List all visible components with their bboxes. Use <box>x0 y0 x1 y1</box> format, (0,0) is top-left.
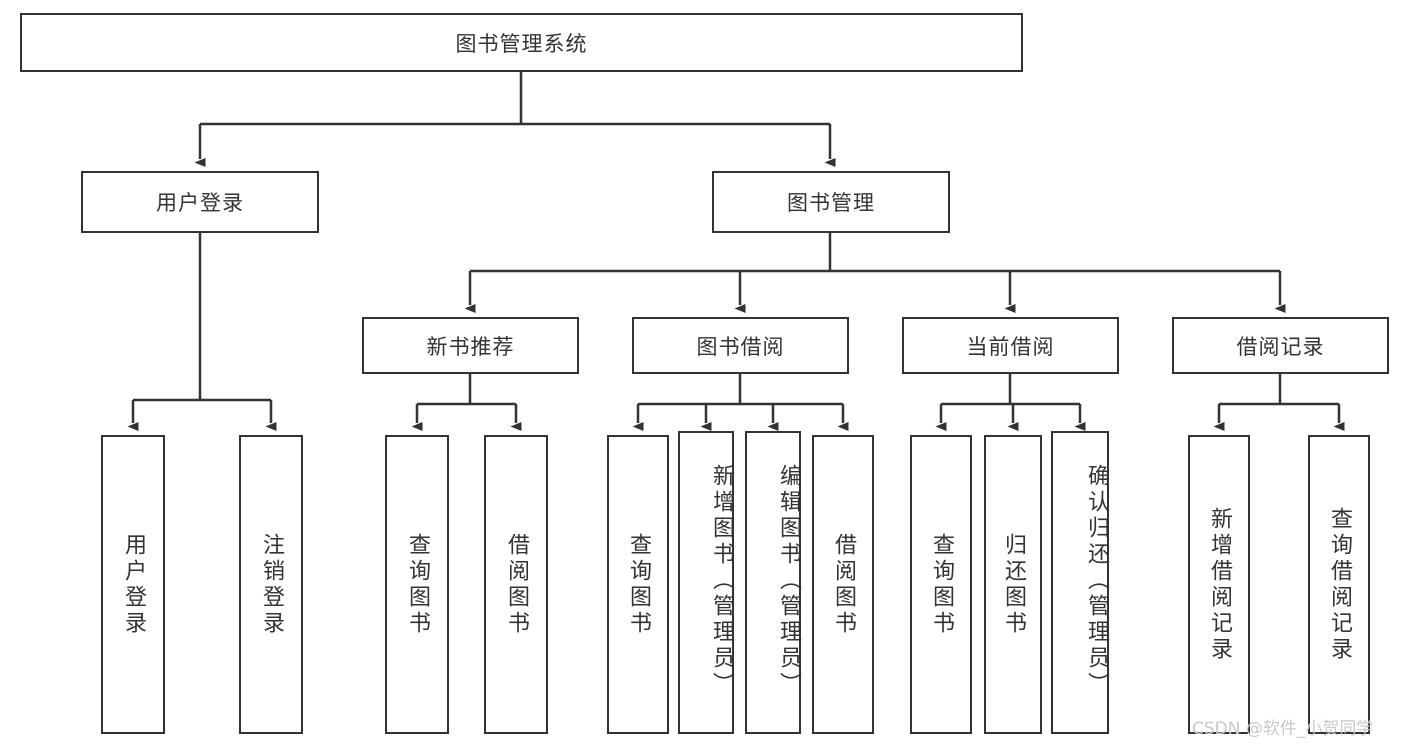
node-label: 新增图书（管理员） <box>709 463 734 698</box>
leaf-borrow-book-newbook[interactable]: 借阅图书 <box>484 435 548 734</box>
node-label: 查询图书 <box>405 532 430 637</box>
leaf-logout[interactable]: 注销登录 <box>239 435 303 734</box>
node-label: 查询图书 <box>929 532 954 637</box>
leaf-borrow-book-borrow[interactable]: 借阅图书 <box>812 435 874 734</box>
node-label: 新增借阅记录 <box>1207 506 1232 663</box>
node-label: 借阅图书 <box>831 532 856 637</box>
leaf-user-login[interactable]: 用户登录 <box>101 435 165 734</box>
node-user-login[interactable]: 用户登录 <box>81 171 319 233</box>
leaf-query-book-newbook[interactable]: 查询图书 <box>385 435 449 734</box>
node-label: 图书管理系统 <box>455 31 588 56</box>
node-label: 当前借阅 <box>966 334 1055 359</box>
node-book-borrow[interactable]: 图书借阅 <box>632 317 849 374</box>
leaf-query-borrow-record[interactable]: 查询借阅记录 <box>1308 435 1370 734</box>
node-label: 借阅图书 <box>504 532 529 637</box>
node-label: 编辑图书（管理员） <box>776 463 801 698</box>
node-label: 用户登录 <box>121 532 146 637</box>
node-label: 图书借阅 <box>696 334 785 359</box>
node-label: 图书管理 <box>787 191 875 215</box>
node-label: 注销登录 <box>259 532 284 637</box>
node-label: 新书推荐 <box>426 334 515 359</box>
node-label: 确认归还（管理员） <box>1084 463 1109 698</box>
leaf-query-book-current[interactable]: 查询图书 <box>910 435 972 734</box>
node-current-borrow[interactable]: 当前借阅 <box>902 317 1119 374</box>
leaf-edit-book-admin[interactable]: 编辑图书（管理员） <box>745 431 801 734</box>
node-label: 借阅记录 <box>1236 334 1325 359</box>
leaf-return-book[interactable]: 归还图书 <box>984 435 1042 734</box>
leaf-confirm-return-admin[interactable]: 确认归还（管理员） <box>1051 431 1109 734</box>
leaf-add-book-admin[interactable]: 新增图书（管理员） <box>678 431 734 734</box>
leaf-query-book-borrow[interactable]: 查询图书 <box>607 435 669 734</box>
node-new-book-recommend[interactable]: 新书推荐 <box>362 317 579 374</box>
node-label: 查询图书 <box>626 532 651 637</box>
node-label: 查询借阅记录 <box>1327 506 1352 663</box>
node-label: 用户登录 <box>156 191 244 215</box>
node-label: 归还图书 <box>1001 532 1026 637</box>
leaf-add-borrow-record[interactable]: 新增借阅记录 <box>1188 435 1250 734</box>
node-book-management[interactable]: 图书管理 <box>712 171 950 233</box>
node-borrow-record[interactable]: 借阅记录 <box>1172 317 1389 374</box>
node-root[interactable]: 图书管理系统 <box>20 13 1023 72</box>
